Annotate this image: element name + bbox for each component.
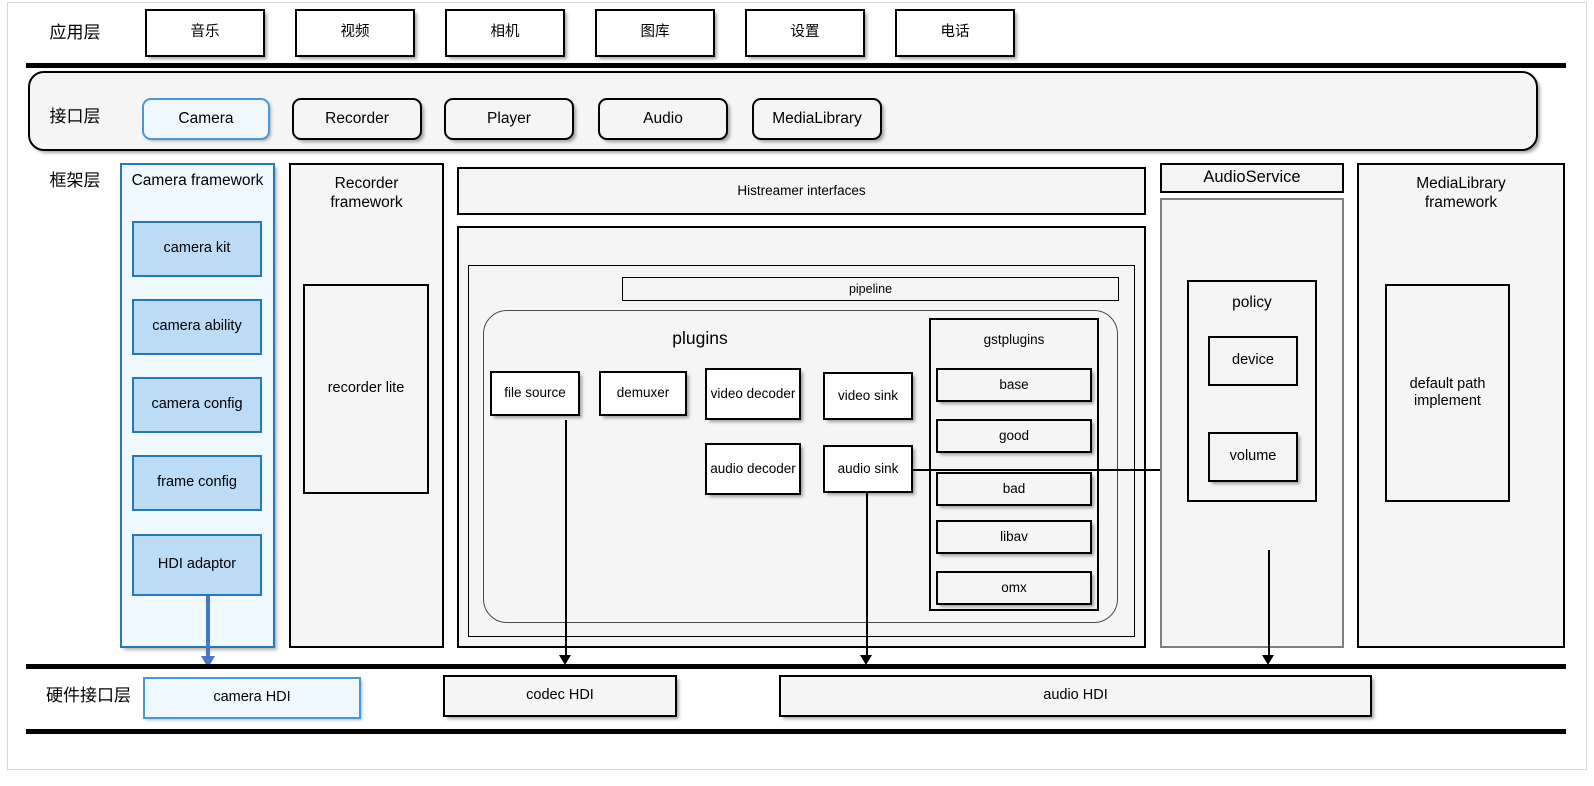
app-box-video[interactable]: 视频 <box>295 9 415 57</box>
separator-framework <box>26 664 1566 669</box>
arrow-video-decoder-to-codec-hdi-head <box>559 655 571 665</box>
layer-label-hardware: 硬件接口层 <box>46 685 131 705</box>
camera-framework-item-camera-kit[interactable]: camera kit <box>132 221 262 277</box>
arrow-hdi-adaptor-to-camera-hdi-line <box>206 596 210 658</box>
plugin-node-audio-decoder[interactable]: audio decoder <box>705 443 801 495</box>
app-box-gallery[interactable]: 图库 <box>595 9 715 57</box>
plugin-node-video-sink[interactable]: video sink <box>823 372 913 420</box>
camera-framework-item-frame-config[interactable]: frame config <box>132 455 262 511</box>
audio-policy-item-device[interactable]: device <box>1208 336 1298 386</box>
hardware-item-codec-hdi[interactable]: codec HDI <box>443 675 677 717</box>
plugin-node-video-decoder[interactable]: video decoder <box>705 368 801 420</box>
interface-item-player[interactable]: Player <box>444 98 574 140</box>
layer-label-framework: 框架层 <box>49 170 101 190</box>
histreamer-interfaces-label: Histreamer interfaces <box>737 182 866 198</box>
app-box-music[interactable]: 音乐 <box>145 9 265 57</box>
recorder-lite-box[interactable]: recorder lite <box>303 284 429 494</box>
plugin-node-audio-sink[interactable]: audio sink <box>823 445 913 493</box>
layer-label-interface: 接口层 <box>49 106 101 126</box>
camera-framework-item-hdi-adaptor[interactable]: HDI adaptor <box>132 534 262 596</box>
gstplugins-panel <box>929 318 1099 611</box>
interface-item-recorder[interactable]: Recorder <box>292 98 422 140</box>
camera-framework-item-camera-config[interactable]: camera config <box>132 377 262 433</box>
audio-policy-item-volume[interactable]: volume <box>1208 432 1298 482</box>
interface-item-medialibrary[interactable]: MediaLibrary <box>752 98 882 140</box>
app-box-phone[interactable]: 电话 <box>895 9 1015 57</box>
gstplugins-item-bad[interactable]: bad <box>936 472 1092 506</box>
gstplugins-item-good[interactable]: good <box>936 419 1092 453</box>
camera-framework-item-camera-ability[interactable]: camera ability <box>132 299 262 355</box>
arrow-audio-sink-to-volume-line <box>913 469 1208 471</box>
audio-service-title: AudioService <box>1160 163 1344 193</box>
interface-item-audio[interactable]: Audio <box>598 98 728 140</box>
app-box-settings[interactable]: 设置 <box>745 9 865 57</box>
default-path-implement-box[interactable]: default path implement <box>1385 284 1510 502</box>
arrow-video-decoder-to-codec-hdi-line <box>565 420 567 659</box>
app-box-camera[interactable]: 相机 <box>445 9 565 57</box>
gstplugins-item-libav[interactable]: libav <box>936 520 1092 554</box>
plugins-label: plugins <box>672 327 728 348</box>
histreamer-interfaces-box <box>457 167 1146 215</box>
plugin-node-file-source[interactable]: file source <box>490 371 580 416</box>
arrow-audio-service-to-audio-hdi-line <box>1268 550 1270 660</box>
separator-application <box>26 63 1566 68</box>
arrow-audio-service-to-audio-hdi-head <box>1262 655 1274 665</box>
recorder-framework-title: Recorder framework <box>330 175 403 212</box>
gstplugins-item-omx[interactable]: omx <box>936 571 1092 605</box>
medialibrary-framework-title: MediaLibrary framework <box>1416 175 1506 212</box>
layer-label-application: 应用层 <box>49 22 101 42</box>
arrow-audio-sink-to-audio-hdi-line <box>866 493 868 660</box>
interface-item-camera[interactable]: Camera <box>142 98 270 140</box>
hardware-item-camera-hdi[interactable]: camera HDI <box>143 677 361 719</box>
gstplugins-item-base[interactable]: base <box>936 368 1092 402</box>
hardware-item-audio-hdi[interactable]: audio HDI <box>779 675 1372 717</box>
audio-policy-title: policy <box>1232 293 1272 311</box>
gstplugins-title: gstplugins <box>983 331 1045 347</box>
separator-hardware <box>26 729 1566 734</box>
camera-framework-title: Camera framework <box>131 171 264 189</box>
plugin-node-demuxer[interactable]: demuxer <box>599 371 687 416</box>
pipeline-box[interactable]: pipeline <box>622 277 1119 301</box>
arrow-audio-sink-to-audio-hdi-head <box>860 655 872 665</box>
